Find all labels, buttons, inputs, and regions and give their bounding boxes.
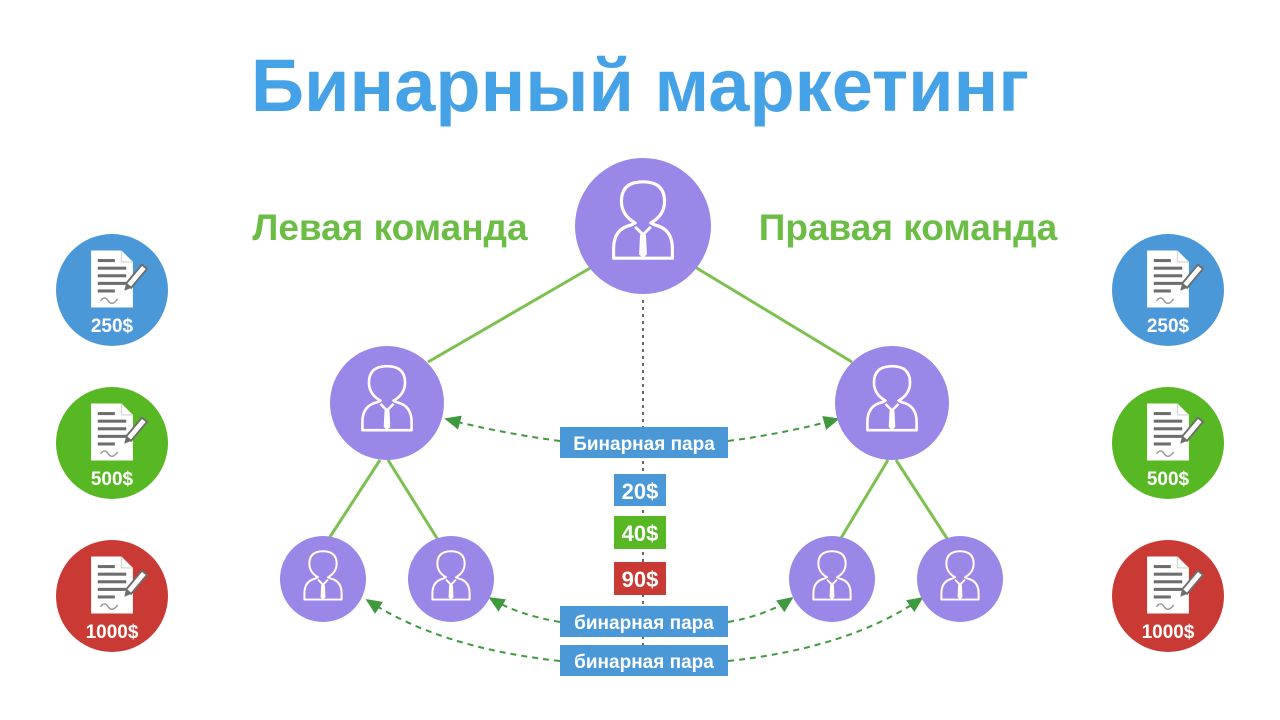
binary-pair-label: Бинарная пара: [560, 427, 728, 458]
svg-text:бинарная пара: бинарная пара: [574, 652, 714, 673]
node-right-right: [917, 536, 1003, 622]
binary-pair-arrows: [365, 415, 924, 662]
bonus-badge-20: 20$: [614, 474, 666, 506]
svg-text:250$: 250$: [91, 316, 134, 337]
package-right-500: 500$: [1112, 387, 1224, 499]
node-left: [330, 346, 444, 460]
node-top: [575, 158, 711, 294]
svg-text:20$: 20$: [622, 479, 659, 504]
arrow-low-right: [727, 596, 924, 662]
node-left-right: [408, 536, 494, 622]
svg-text:40$: 40$: [622, 521, 659, 546]
svg-text:Бинарная пара: Бинарная пара: [573, 434, 715, 455]
arrow-low-left: [365, 599, 561, 662]
package-left-250: 250$: [56, 234, 168, 346]
package-right-1000: 1000$: [1112, 540, 1224, 652]
arrow-mid-right: [727, 596, 794, 623]
svg-text:бинарная пара: бинарная пара: [574, 613, 714, 634]
page-title: Бинарный маркетинг: [251, 44, 1029, 127]
svg-text:90$: 90$: [622, 567, 659, 592]
arrow-mid-left: [488, 597, 561, 623]
bonus-badge-90: 90$: [614, 562, 666, 595]
lower-binary-pair-label-2: бинарная пара: [560, 645, 728, 676]
node-right-left: [789, 536, 875, 622]
package-left-500: 500$: [56, 387, 168, 499]
svg-text:1000$: 1000$: [86, 622, 139, 643]
left-team-label: Левая команда: [252, 207, 528, 248]
svg-text:1000$: 1000$: [1142, 622, 1195, 643]
node-right: [835, 346, 949, 460]
right-team-label: Правая команда: [759, 207, 1058, 248]
bonus-badge-40: 40$: [614, 516, 666, 549]
tree-connectors: [324, 265, 952, 544]
svg-text:500$: 500$: [91, 469, 134, 490]
arrow-top-left: [444, 415, 561, 442]
arrow-top-right: [727, 415, 840, 442]
svg-text:250$: 250$: [1147, 316, 1190, 337]
node-left-left: [280, 536, 366, 622]
svg-text:500$: 500$: [1147, 469, 1190, 490]
package-right-250: 250$: [1112, 234, 1224, 346]
package-left-1000: 1000$: [56, 540, 168, 652]
lower-binary-pair-label-1: бинарная пара: [560, 606, 728, 637]
